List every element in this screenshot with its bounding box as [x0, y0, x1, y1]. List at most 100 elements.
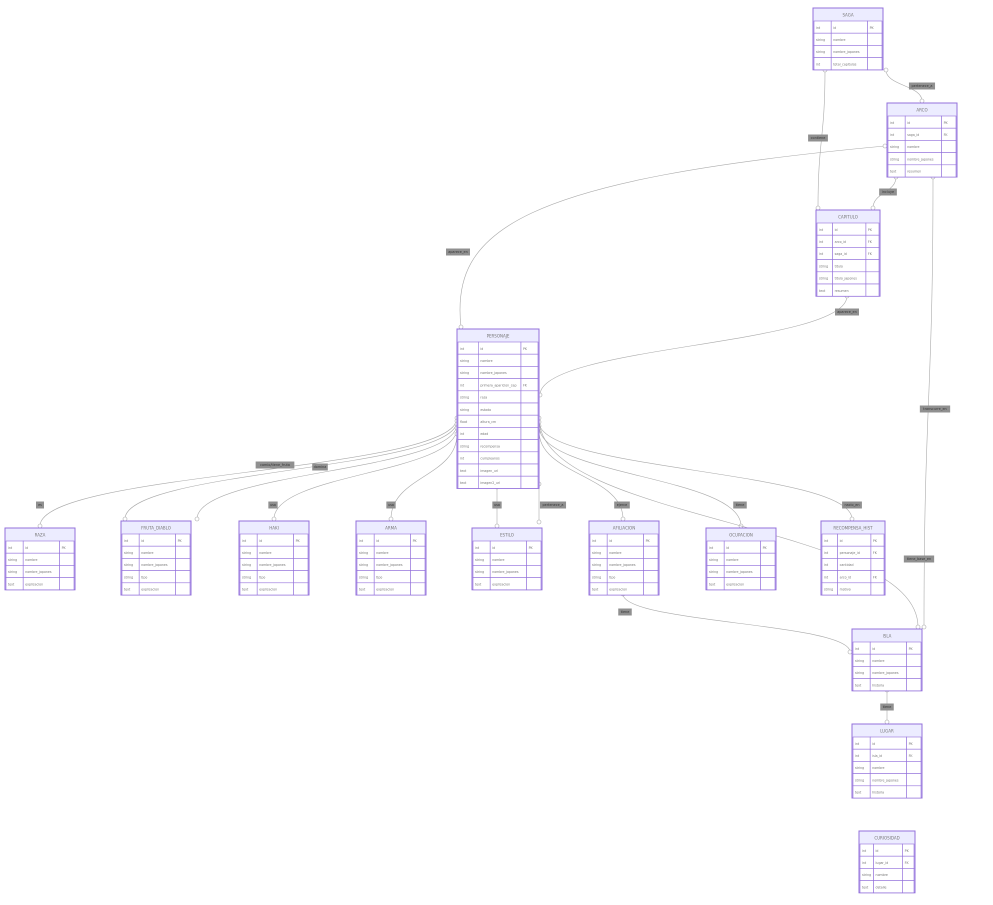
- attribute-row: string nombre_japones: [852, 773, 922, 787]
- attribute-key: PK: [296, 539, 301, 543]
- attribute-name: nombre: [833, 38, 845, 42]
- attribute-key: FK: [523, 383, 528, 387]
- attribute-type: text: [709, 582, 716, 586]
- entity-title: FRUTA_DIABLO: [141, 526, 171, 531]
- attribute-name: nombre: [480, 359, 492, 363]
- cardinality-marker: [122, 516, 128, 522]
- attribute-type: string: [855, 671, 864, 675]
- attribute-type: int: [8, 546, 13, 550]
- attribute-name: nombre_japones: [480, 371, 507, 375]
- attribute-name: nombre_japones: [872, 778, 899, 782]
- attribute-type: string: [855, 778, 864, 782]
- attribute-name: tipo: [609, 575, 615, 579]
- attribute-name: nombre_japones: [726, 570, 753, 574]
- entity-title: SAGA: [842, 13, 853, 18]
- attribute-type: int: [890, 133, 895, 137]
- relationship-label-text: tiene: [621, 610, 630, 614]
- relationship-label: comio/tiene_fruta: [255, 461, 295, 469]
- relationship-line: [459, 145, 886, 328]
- relationship-labels: contienepertenece_aincluyeaparece_entran…: [36, 82, 951, 711]
- attribute-name: nombre: [25, 558, 37, 562]
- relationship-label: tiene_base_en: [903, 555, 935, 563]
- attribute-type: int: [824, 551, 829, 555]
- attribute-name: nombre: [726, 558, 738, 562]
- attribute-key: PK: [646, 539, 651, 543]
- attribute-name: id: [480, 347, 483, 351]
- attribute-type: string: [460, 444, 469, 448]
- attribute-name: explicacion: [609, 588, 627, 592]
- cardinality-marker: [388, 516, 394, 522]
- attribute-type: int: [460, 347, 465, 351]
- attribute-name: nombre: [872, 659, 884, 663]
- entity-title: HAKI: [269, 526, 279, 531]
- attribute-type: string: [460, 396, 469, 400]
- relationship-line: [390, 433, 458, 520]
- attribute-type: text: [460, 469, 467, 473]
- attribute-name: arco_id: [840, 575, 851, 579]
- attribute-type: text: [819, 289, 826, 293]
- attribute-name: nombre: [376, 551, 388, 555]
- attribute-type: int: [460, 383, 465, 387]
- entity-title: OCUPACION: [729, 533, 753, 538]
- attribute-key: PK: [178, 539, 183, 543]
- relationship-label: domina: [312, 463, 328, 471]
- attribute-key: PK: [868, 228, 873, 232]
- attribute-name: nombre: [876, 873, 888, 877]
- attribute-name: arco_id: [835, 240, 846, 244]
- relationship-label-text: es: [38, 503, 42, 507]
- attribute-type: string: [709, 558, 718, 562]
- entity-title: CAPITULO: [838, 215, 858, 220]
- cardinality-marker: [847, 649, 853, 655]
- entity-title: CURIOSIDAD: [874, 836, 899, 841]
- attribute-type: text: [862, 885, 869, 889]
- attribute-name: recompensa: [480, 444, 500, 448]
- attribute-name: nombre_japones: [259, 563, 286, 567]
- attribute-type: int: [816, 62, 821, 66]
- attribute-row: string recompensa: [457, 439, 539, 453]
- relationship-label-text: transcurre_en: [923, 407, 946, 411]
- attribute-name: explicacion: [25, 582, 43, 586]
- attribute-key: FK: [944, 133, 949, 137]
- relationship-label: pertenece_a: [539, 501, 567, 509]
- relationship-label-text: usa: [270, 503, 276, 507]
- attribute-type: text: [8, 582, 15, 586]
- attribute-name: nombre: [259, 551, 271, 555]
- attribute-type: int: [855, 742, 860, 746]
- attribute-type: text: [242, 588, 249, 592]
- attribute-type: text: [359, 588, 366, 592]
- attribute-type: string: [855, 766, 864, 770]
- attribute-name: lugar_id: [876, 861, 889, 865]
- attribute-type: string: [359, 575, 368, 579]
- relationship-line: [538, 417, 919, 628]
- attribute-row: text explicacion: [5, 577, 75, 591]
- attribute-type: string: [124, 575, 133, 579]
- attribute-type: string: [890, 145, 899, 149]
- relationship-label: nacio_en: [842, 501, 862, 509]
- attribute-type: string: [890, 157, 899, 161]
- attribute-type: int: [124, 539, 129, 543]
- relationship-label-text: usa: [388, 503, 394, 507]
- attribute-type: int: [242, 539, 247, 543]
